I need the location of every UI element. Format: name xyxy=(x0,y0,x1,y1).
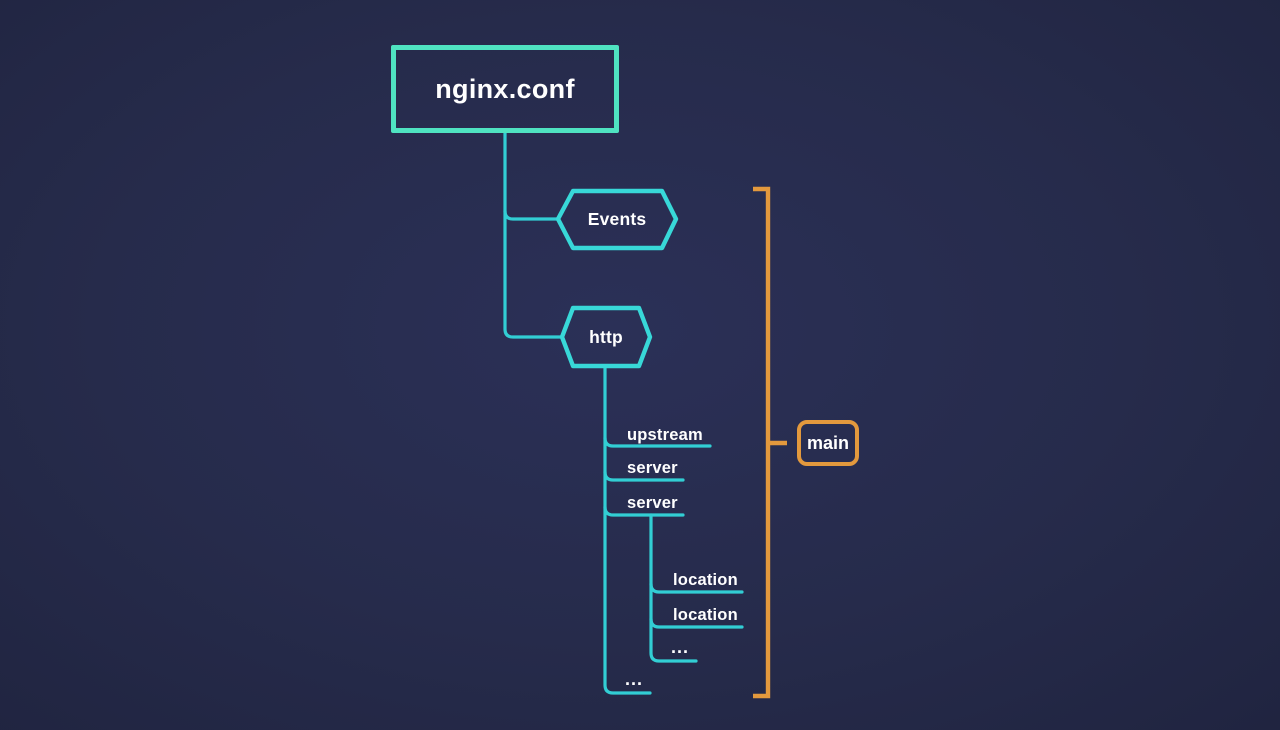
http-node-label: http xyxy=(589,326,623,347)
upstream-branch-line xyxy=(603,436,712,448)
main-context-label: main xyxy=(806,432,849,453)
events-node-label: Events xyxy=(587,209,647,229)
http-trunk-line xyxy=(603,365,652,695)
main-bracket xyxy=(753,186,771,699)
server2-subtrunk-line xyxy=(649,513,698,663)
server1-branch-line xyxy=(603,470,685,482)
events-hexagon-shape xyxy=(555,188,679,251)
nginx-conf-label: nginx.conf xyxy=(435,73,575,104)
location2-branch-line xyxy=(649,617,744,629)
root-to-http-line xyxy=(503,131,563,339)
location1-branch-line xyxy=(649,582,744,594)
http-hexagon-shape xyxy=(559,305,653,369)
server2-label: server xyxy=(627,494,678,512)
location2-label: location xyxy=(673,606,738,624)
server-ellipsis-label: ... xyxy=(671,637,690,657)
http-ellipsis-label: ... xyxy=(625,669,644,689)
location1-label: location xyxy=(673,571,738,589)
upstream-label: upstream xyxy=(627,426,703,444)
root-to-events-line xyxy=(503,209,559,221)
server2-branch-line xyxy=(603,505,685,517)
main-context-node: main xyxy=(797,420,859,466)
server1-label: server xyxy=(627,459,678,477)
nginx-conf-node: nginx.conf xyxy=(391,45,619,133)
